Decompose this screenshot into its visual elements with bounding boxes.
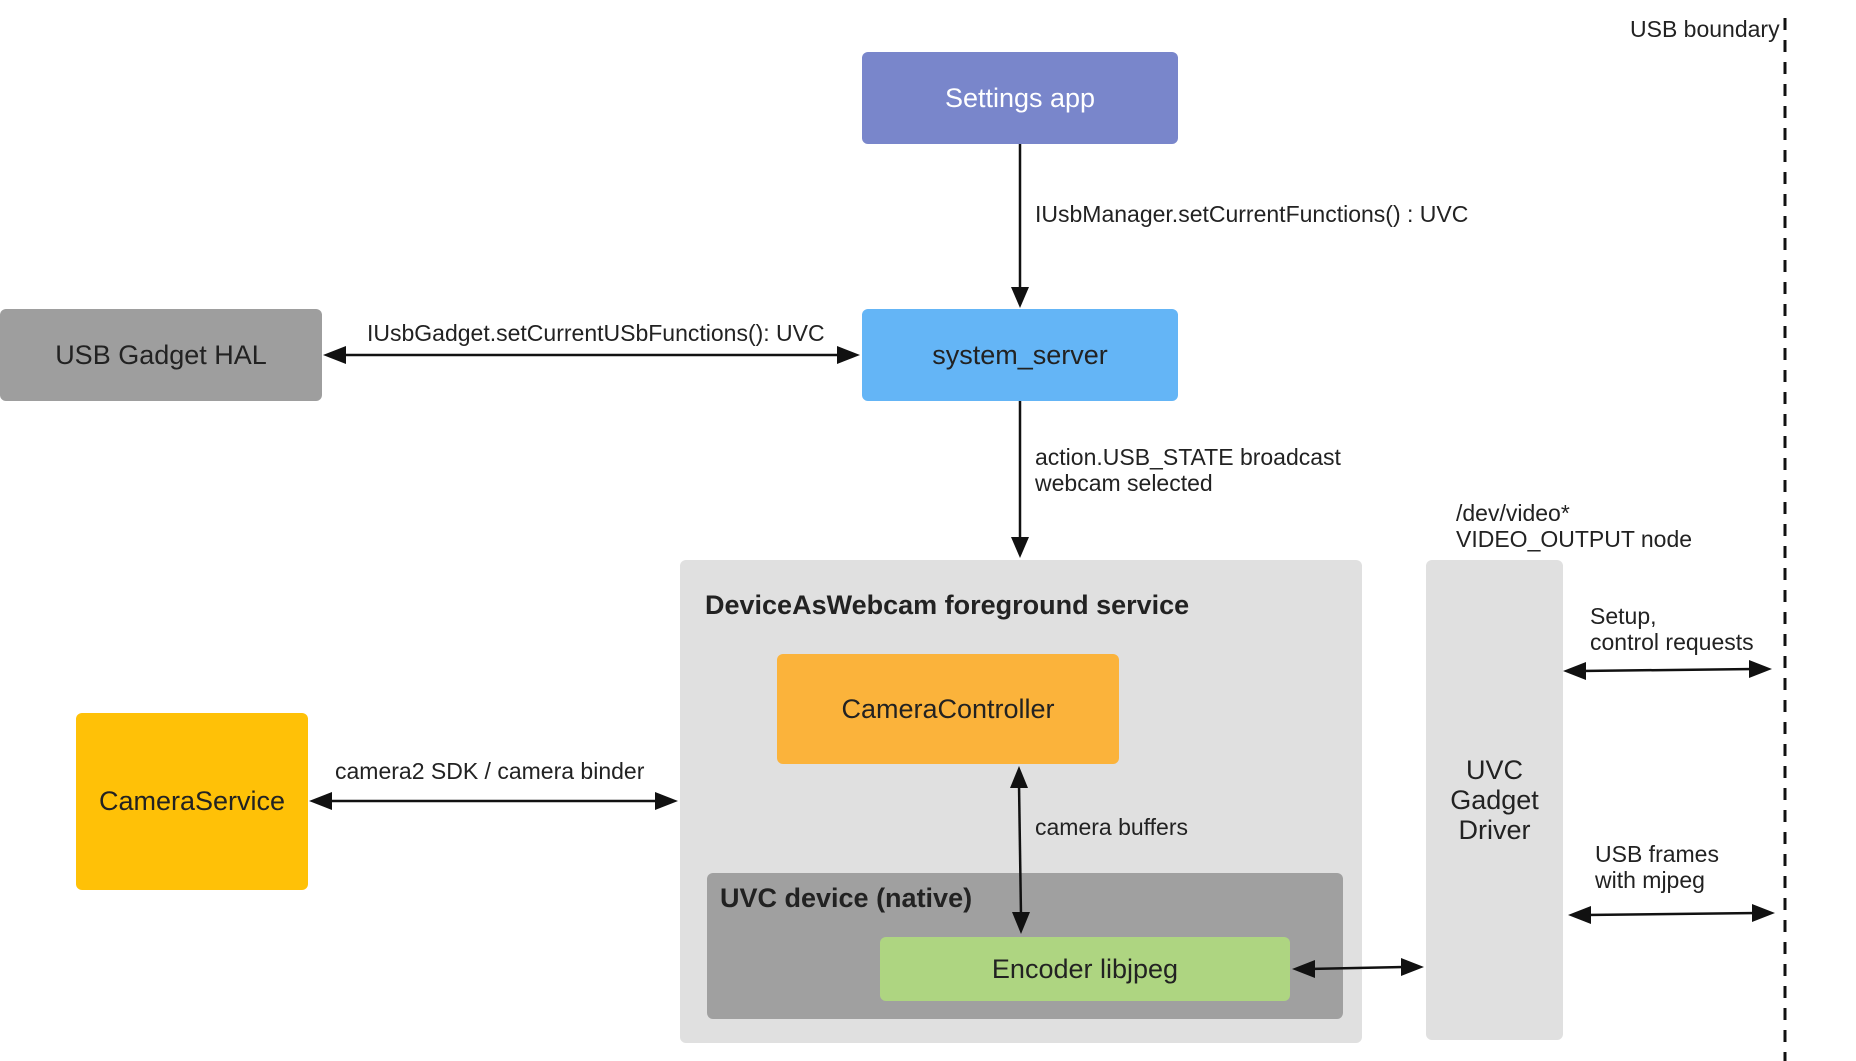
- usb-gadget-hal-label: USB Gadget HAL: [55, 339, 267, 370]
- arrow-setup-requests: [1579, 667, 1756, 673]
- label-set-current-functions: IUsbManager.setCurrentFunctions() : UVC: [1035, 201, 1469, 227]
- camera-controller-label: CameraController: [841, 693, 1055, 724]
- system-server-node[interactable]: system_server: [862, 309, 1178, 401]
- camera-service-label: CameraService: [98, 786, 286, 816]
- label-setup: Setup,: [1590, 603, 1657, 629]
- uvc-driver-label-line1: UVC: [1465, 755, 1523, 785]
- label-camera-buffers: camera buffers: [1035, 814, 1188, 840]
- usb-gadget-hal-node[interactable]: USB Gadget HAL: [0, 309, 322, 401]
- label-gadget-set-functions: IUsbGadget.setCurrentUSbFunctions(): UVC: [367, 320, 825, 346]
- arrowhead-setup-right: [1749, 660, 1772, 678]
- label-with-mjpeg: with mjpeg: [1595, 867, 1705, 893]
- arrowhead-setup-left: [1563, 662, 1586, 680]
- uvc-driver-label-line2: Gadget: [1450, 785, 1539, 815]
- arrowhead-service-left: [655, 792, 678, 810]
- arrowhead-controller-bottom: [1010, 766, 1028, 788]
- arrowhead-camera-service-right: [309, 792, 332, 810]
- camera-controller-node[interactable]: CameraController: [777, 654, 1119, 764]
- arrowhead-frames-left: [1568, 906, 1591, 924]
- camera-service-node[interactable]: CameraService: [76, 713, 308, 890]
- arrowhead-frames-right: [1752, 904, 1775, 922]
- arrowhead-system-server-top: [1011, 287, 1029, 308]
- uvc-gadget-driver-node[interactable]: UVC Gadget Driver: [1426, 560, 1563, 1040]
- label-webcam-selected: webcam selected: [1035, 470, 1213, 496]
- label-video-node: /dev/video*: [1456, 500, 1570, 526]
- arrowhead-driver-left: [1401, 958, 1424, 976]
- arrowhead-encoder-right: [1292, 960, 1315, 978]
- arrowhead-system-server-left: [837, 346, 860, 364]
- arrow-encoder-driver: [1307, 965, 1406, 971]
- settings-app-node[interactable]: Settings app: [862, 52, 1178, 144]
- label-camera-binder: camera2 SDK / camera binder: [335, 758, 645, 784]
- webcam-service-title: DeviceAsWebcam foreground service: [705, 590, 1190, 620]
- arrowhead-encoder-top: [1012, 912, 1030, 934]
- label-control-requests: control requests: [1590, 629, 1754, 655]
- arrowhead-hal-right: [323, 346, 346, 364]
- label-usb-state-broadcast: action.USB_STATE broadcast: [1035, 444, 1341, 470]
- uvc-driver-label-line3: Driver: [1458, 815, 1531, 845]
- arrow-usb-frames: [1584, 911, 1759, 917]
- uvc-device-title: UVC device (native): [720, 883, 973, 913]
- label-video-output-node: VIDEO_OUTPUT node: [1456, 526, 1693, 552]
- encoder-node[interactable]: Encoder libjpeg: [880, 937, 1290, 1001]
- arrowhead-service-top: [1011, 537, 1029, 558]
- settings-app-label: Settings app: [944, 82, 1096, 113]
- arrow-camera-buffers: [1017, 783, 1023, 917]
- encoder-label: Encoder libjpeg: [991, 953, 1179, 984]
- system-server-label: system_server: [932, 339, 1108, 370]
- label-usb-frames: USB frames: [1595, 841, 1719, 867]
- usb-boundary-label: USB boundary: [1630, 16, 1780, 42]
